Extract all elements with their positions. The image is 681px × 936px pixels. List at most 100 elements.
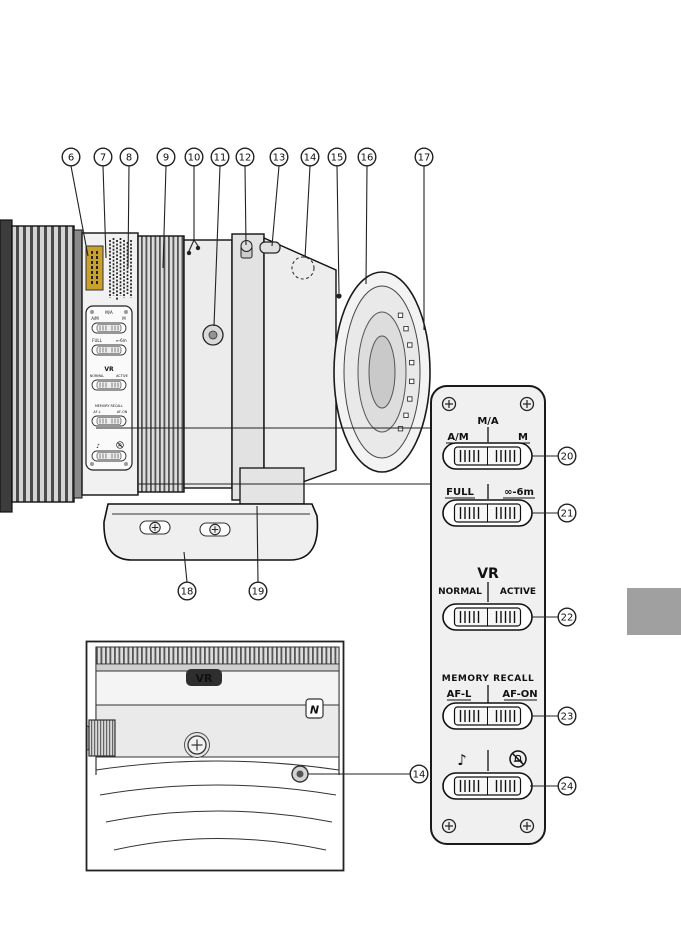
foot-screw-a xyxy=(149,521,161,534)
barrel-hole-a xyxy=(186,250,192,256)
mini-memory-left: AF-L xyxy=(93,410,100,414)
callout-14: 14 xyxy=(300,147,320,167)
callout-11: 11 xyxy=(210,147,230,167)
inset-cross-screw xyxy=(184,732,210,758)
collar-foot-attachment xyxy=(239,467,305,505)
svg-text:22: 22 xyxy=(561,613,574,624)
svg-text:16: 16 xyxy=(361,153,374,164)
mini-vr-right: ACTIVE xyxy=(116,374,128,378)
focus-mode-section: M/A A/M M xyxy=(442,416,558,470)
mini-focus-mode-left: A/M xyxy=(91,316,99,321)
mounting-index-dot xyxy=(336,293,342,299)
n-badge: N xyxy=(305,698,324,719)
beep-on-note-icon: ♪ xyxy=(457,751,467,769)
focus-limit-section: FULL ∞-6m xyxy=(442,484,558,527)
svg-text:12: 12 xyxy=(239,153,252,164)
callout-inset-14: 14 xyxy=(409,764,429,784)
barrel-switch-panel: M/A A/M M FULL ∞-6m VR NORMAL ACTIVE MEM… xyxy=(85,305,133,471)
focus-limit-right-label: ∞-6m xyxy=(504,487,534,498)
callout-6: 6 xyxy=(61,147,81,167)
page-edge-tab xyxy=(627,588,681,635)
vr-title: VR xyxy=(477,566,499,582)
callout-9: 9 xyxy=(156,147,176,167)
svg-text:13: 13 xyxy=(273,153,286,164)
callout-22: 22 xyxy=(557,607,577,627)
svg-text:9: 9 xyxy=(163,153,169,164)
rear-barrel-taper xyxy=(263,236,337,497)
callout-20: 20 xyxy=(557,446,577,466)
strap-eyelet xyxy=(259,241,281,254)
svg-text:15: 15 xyxy=(331,153,344,164)
panel-screw-bottom-left xyxy=(441,818,457,834)
vr-badge-label: VR xyxy=(196,672,214,685)
mini-focus-mode-top: M/A xyxy=(105,310,113,315)
memory-right-label: AF-ON xyxy=(502,689,537,700)
leader-lines xyxy=(70,165,425,583)
hidden-button-dashed-outline xyxy=(291,256,315,280)
svg-text:14: 14 xyxy=(413,770,426,781)
memory-set-button xyxy=(291,765,309,783)
mini-focus-mode-right: M xyxy=(122,316,126,321)
callout-13: 13 xyxy=(269,147,289,167)
svg-text:18: 18 xyxy=(181,587,194,598)
callout-23: 23 xyxy=(557,706,577,726)
memory-recall-section: MEMORY RECALL AF-L AF-ON xyxy=(442,674,558,730)
focus-limit-left-label: FULL xyxy=(446,487,474,498)
memory-recall-title: MEMORY RECALL xyxy=(442,674,534,684)
svg-text:23: 23 xyxy=(561,712,574,723)
inset-ribbed-ring xyxy=(95,646,340,665)
vr-badge xyxy=(186,669,222,686)
focus-mode-right-label: M xyxy=(518,432,528,443)
panel-screw-top-right xyxy=(519,396,535,412)
focus-mode-switch xyxy=(442,442,533,470)
focus-mode-top-label: M/A xyxy=(477,416,499,427)
svg-text:24: 24 xyxy=(561,782,574,793)
callout-18: 18 xyxy=(177,581,197,601)
beep-switch xyxy=(442,772,533,800)
inset-detail: VR N xyxy=(85,640,410,872)
svg-text:10: 10 xyxy=(188,153,201,164)
panel-screw-bottom-right xyxy=(519,818,535,834)
inset-barrel-curves xyxy=(95,760,340,851)
rear-lens-element xyxy=(368,335,396,409)
mini-vr-switch xyxy=(91,379,127,391)
mini-memory-switch xyxy=(91,415,127,427)
mini-memory-right: AF-ON xyxy=(117,410,128,414)
focus-operation-button xyxy=(202,324,224,346)
callout-8: 8 xyxy=(119,147,139,167)
vr-left-label: NORMAL xyxy=(438,587,482,597)
callout-12: 12 xyxy=(235,147,255,167)
panel-connector-lines xyxy=(96,427,431,485)
inset-knurled-knob xyxy=(87,719,116,757)
n-badge-label: N xyxy=(310,704,319,717)
gold-name-badge xyxy=(85,245,104,291)
memory-left-label: AF-L xyxy=(447,689,472,700)
focus-ring xyxy=(137,235,185,493)
vr-right-label: ACTIVE xyxy=(500,587,536,597)
mini-focus-limit-right: ∞-6m xyxy=(115,338,126,343)
barrel-rear-band xyxy=(183,239,233,489)
callout-10: 10 xyxy=(184,147,204,167)
mini-memory-title: MEMORY RECALL xyxy=(95,404,123,408)
focus-limit-switch xyxy=(442,499,533,527)
svg-text:17: 17 xyxy=(418,153,431,164)
svg-text:19: 19 xyxy=(252,587,265,598)
callout-16: 16 xyxy=(357,147,377,167)
memory-recall-switch xyxy=(442,702,533,730)
focus-mode-left-label: A/M xyxy=(447,432,468,443)
control-panel-detail: M/A A/M M FULL ∞-6m VR NORMAL ACTIVE xyxy=(430,385,558,845)
callouts: 6 7 8 9 10 11 12 13 14 15 16 17 18 19 20… xyxy=(61,147,577,796)
panel-screw-top-left xyxy=(441,396,457,412)
callout-17: 17 xyxy=(414,147,434,167)
mini-focus-limit-switch xyxy=(91,344,127,356)
mini-beep-switch xyxy=(91,450,127,462)
lens-hood-ribs xyxy=(11,225,75,503)
svg-text:7: 7 xyxy=(100,153,106,164)
lens-illustration: M/A A/M M FULL ∞-6m VR NORMAL ACTIVE MEM… xyxy=(0,219,431,561)
hood-mount-ring xyxy=(73,229,83,499)
mini-vr-title: VR xyxy=(104,366,114,373)
vr-switch xyxy=(442,603,533,631)
svg-text:20: 20 xyxy=(561,452,574,463)
callout-21: 21 xyxy=(557,503,577,523)
